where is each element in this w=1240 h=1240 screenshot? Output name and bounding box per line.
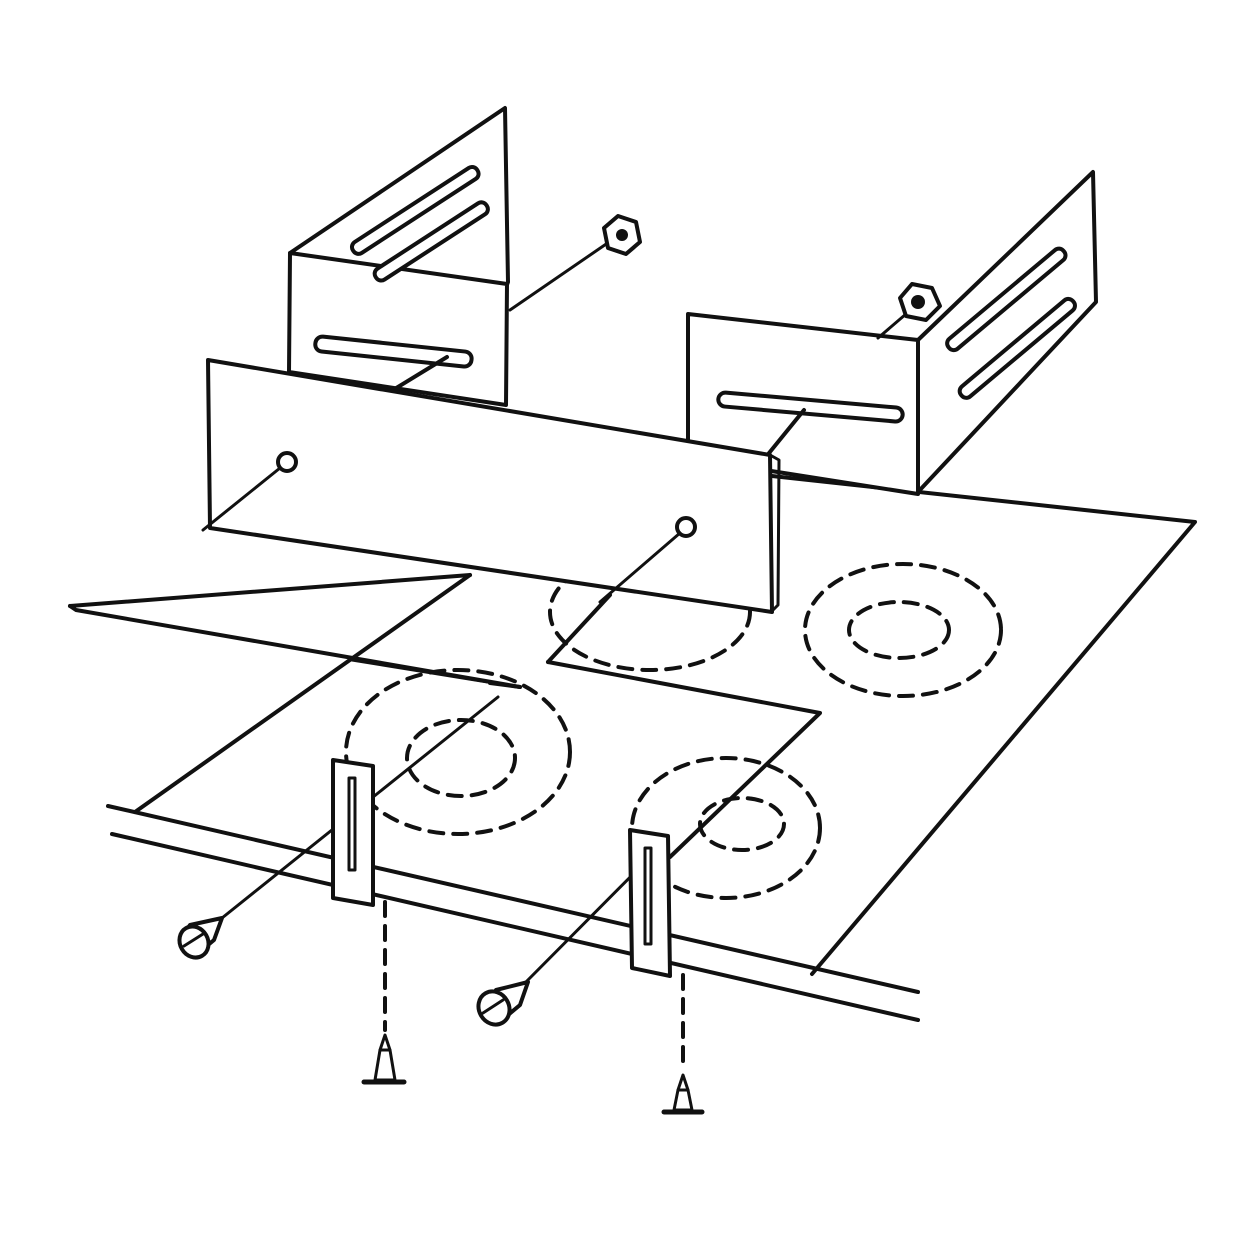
hex-nut-left [508,214,642,312]
burner-back-left [548,552,752,672]
rear-splash-panel [206,358,781,614]
slotted-screw-left [177,916,224,960]
slotted-screw-right [476,980,530,1027]
nail-left [361,900,407,1085]
front-clip-right [628,828,672,978]
hex-nut-right [876,282,942,340]
mounting-bracket-left [287,106,510,407]
nail-right [661,973,705,1115]
burner-front-left [344,668,572,836]
mounting-bracket-right [686,170,1098,496]
burner-back-right [803,562,1003,698]
counter-edge [106,804,920,1022]
front-clip-left [331,758,375,907]
burner-front-right [630,756,822,900]
